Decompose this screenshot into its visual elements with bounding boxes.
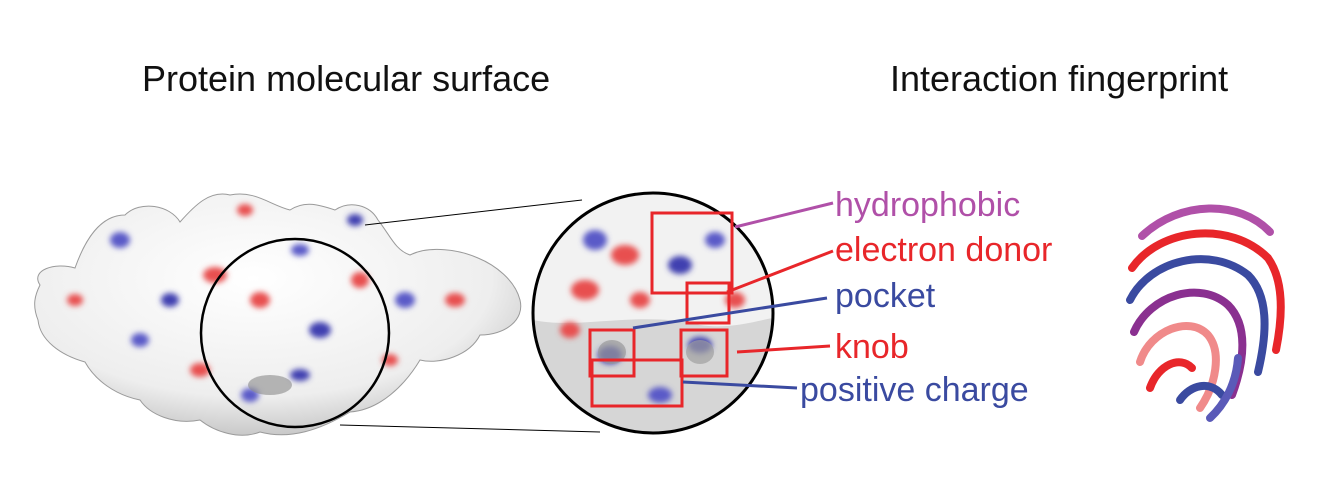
label-hydrophobic: hydrophobic <box>835 186 1020 224</box>
label-knob: knob <box>835 328 909 366</box>
left-title: Protein molecular surface <box>142 58 551 99</box>
leader-knob <box>736 344 831 354</box>
box-electron-donor <box>685 281 731 325</box>
right-title: Interaction fingerprint <box>890 58 1229 99</box>
label-pocket: pocket <box>835 277 936 315</box>
box-hydrophobic <box>650 211 734 295</box>
label-positive-charge: positive charge <box>800 371 1029 409</box>
leader-electron-donor <box>726 249 834 294</box>
box-pocket <box>588 328 636 378</box>
connector-line-top <box>364 199 583 226</box>
label-electron-donor: electron donor <box>835 231 1052 269</box>
protein-surface <box>34 193 522 436</box>
leader-pocket <box>632 296 828 330</box>
connector-line-bottom <box>339 424 601 433</box>
box-positive-charge <box>590 358 684 408</box>
zoom-region-circle <box>199 237 391 429</box>
fingerprint-icon <box>1126 204 1285 422</box>
box-knob <box>679 328 729 378</box>
leader-positive-charge <box>682 380 798 390</box>
leader-hydrophobic <box>734 201 834 229</box>
